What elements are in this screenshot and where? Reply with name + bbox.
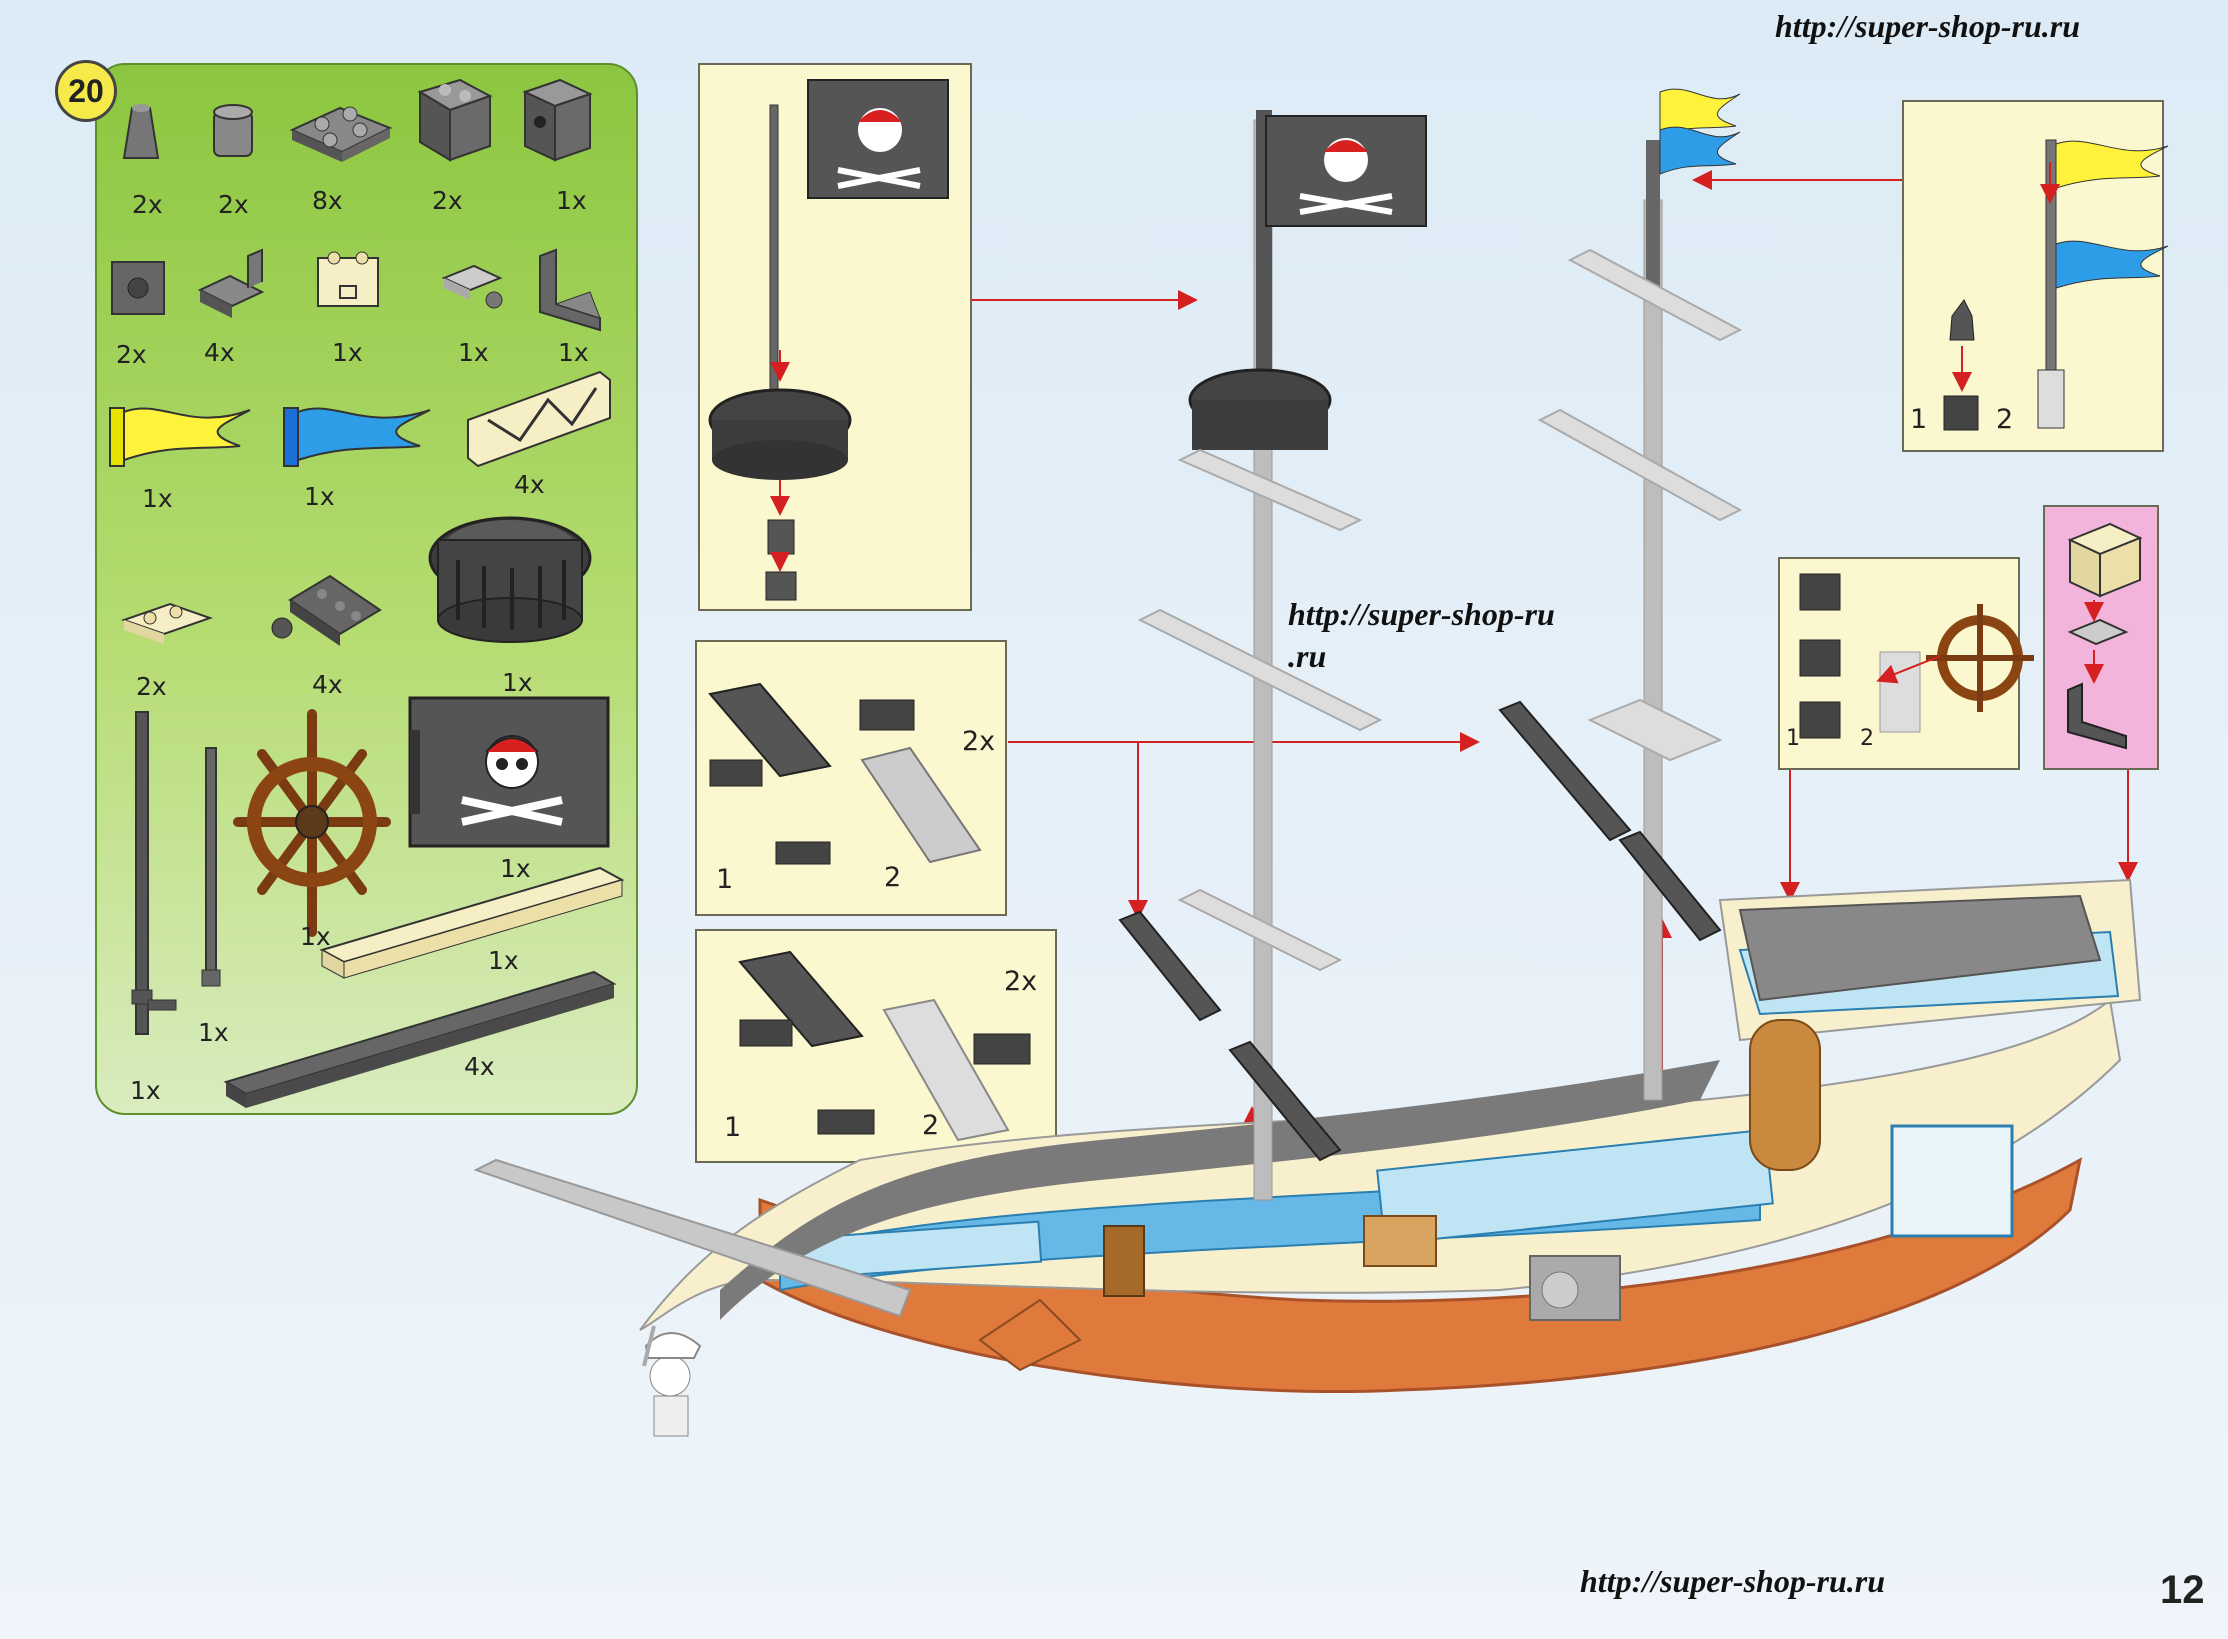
step-number-badge: 20 [55, 60, 117, 122]
part-qty-brick-2x2: 2x [432, 186, 463, 215]
main-mast [1498, 88, 1743, 1101]
cone-piece-icon [122, 104, 160, 159]
wheel-assembly [1799, 573, 2034, 739]
short-mast-pole-icon [201, 747, 221, 987]
part-qty-plate-2x2: 8x [312, 186, 343, 215]
yard-a-assembly [708, 682, 982, 865]
part-qty-cone: 2x [132, 190, 163, 219]
part-qty-blue-flag: 1x [304, 482, 335, 511]
ship-hull [639, 998, 2122, 1393]
part-qty-gray-plate-1x10: 4x [464, 1052, 495, 1081]
yard-b-step-1: 1 [724, 1112, 742, 1143]
part-qty-short-pole: 1x [198, 1018, 229, 1047]
part-qty-wheel: 1x [300, 922, 331, 951]
plate-with-pin-icon [441, 264, 503, 309]
tan-plate-1x8-icon [319, 866, 625, 979]
flag-pole-step-1: 1 [1910, 404, 1928, 435]
yard-a-step-2: 2 [884, 862, 902, 893]
part-qty-long-pole: 1x [130, 1076, 161, 1105]
part-qty-round-brick: 2x [218, 190, 249, 219]
round-brick-icon [213, 104, 253, 157]
part-qty-plate-pin: 1x [458, 338, 489, 367]
bowsprit [473, 1158, 912, 1318]
part-qty-tan-plate-1x8: 1x [488, 946, 519, 975]
yard-a-multiplier: 2x [962, 726, 996, 757]
page-number: 12 [2160, 1568, 2205, 1612]
technic-brick-icon [522, 78, 593, 162]
wheel-step-2: 2 [1860, 726, 1874, 751]
part-qty-bracket: 1x [558, 338, 589, 367]
flag-pole-step-2: 2 [1996, 404, 2014, 435]
fence-icon [467, 370, 611, 468]
tan-brick-hinge-icon [317, 251, 379, 307]
lantern-assembly [2067, 522, 2143, 750]
deck-cargo [978, 1225, 1621, 1372]
yard-a-step-1: 1 [716, 864, 734, 895]
yard-b-assembly [738, 950, 1031, 1142]
ship-deck [720, 878, 2142, 1320]
tan-plate-1x2-icon [120, 602, 214, 644]
plate-1x4-ball-icon [271, 574, 382, 646]
gray-plate-1x10-icon [223, 970, 617, 1108]
crows-nest-icon [428, 516, 592, 643]
blue-flag-icon [283, 407, 431, 467]
bracket-icon [539, 248, 601, 332]
yard-b-step-2: 2 [922, 1110, 940, 1141]
part-qty-technic-brick: 1x [556, 186, 587, 215]
front-mast [1118, 110, 1427, 1201]
part-qty-crows-nest: 1x [502, 668, 533, 697]
part-qty-tan-brick: 1x [332, 338, 363, 367]
long-mast-pole-icon [131, 711, 177, 1035]
wheel-step-1: 1 [1786, 726, 1800, 751]
part-qty-tan-plate-1x2: 2x [136, 672, 167, 701]
footer-url[interactable]: http://super-shop-ru.ru [1580, 1563, 1885, 1599]
watermark-url-line2: .ru [1288, 638, 1327, 674]
parts-icons-layer [109, 78, 625, 1108]
part-qty-fence: 4x [514, 470, 545, 499]
flag-pole-assembly [1943, 139, 2169, 431]
brick-side-stud-icon [111, 261, 165, 315]
yellow-flag-icon [109, 407, 251, 467]
watermark-url-line1: http://super-shop-ru [1288, 596, 1555, 632]
part-qty-pirate-flag: 1x [500, 854, 531, 883]
part-qty-plate-1x4: 4x [312, 670, 343, 699]
part-qty-yellow-flag: 1x [142, 484, 173, 513]
pirate-flag-icon [408, 696, 610, 848]
mast-top-assembly [708, 79, 949, 601]
header-url[interactable]: http://super-shop-ru.ru [1775, 8, 2080, 44]
brick-2x2-icon [417, 78, 493, 162]
plate-clip-icon [197, 248, 265, 318]
yard-b-multiplier: 2x [1004, 966, 1038, 997]
part-qty-plate-clip: 4x [204, 338, 235, 367]
ship-wheel-icon [233, 709, 391, 937]
plate-2x2-icon [289, 106, 393, 162]
part-qty-side-stud: 2x [116, 340, 147, 369]
pirate-minifigure [642, 1325, 702, 1437]
